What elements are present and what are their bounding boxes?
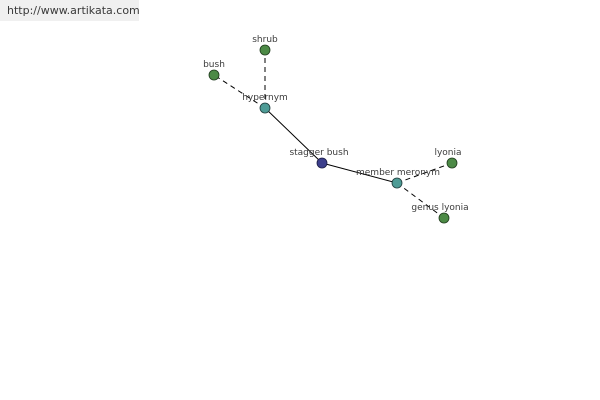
- edge-stagger-bush-member-meronym: [321, 162, 398, 184]
- edge-member-meronym-genus-lyonia: [396, 182, 445, 219]
- node-genus-lyonia-label: genus lyonia: [411, 203, 468, 213]
- edge-member-meronym-lyonia: [396, 162, 453, 184]
- node-hypernym[interactable]: hypernym: [242, 93, 288, 114]
- node-lyonia-dot[interactable]: [446, 157, 458, 169]
- node-lyonia-label: lyonia: [434, 148, 461, 158]
- node-genus-lyonia-dot[interactable]: [438, 212, 450, 224]
- node-hypernym-dot[interactable]: [259, 102, 271, 114]
- node-member-meronym-label: member meronym: [356, 168, 440, 178]
- node-lyonia[interactable]: lyonia: [434, 148, 462, 169]
- node-bush[interactable]: bush: [203, 60, 225, 81]
- node-bush-label: bush: [203, 60, 225, 70]
- graph-nodes: shrub bush hypernym stagger bush member …: [203, 35, 469, 224]
- url-banner: http://www.artikata.com: [0, 0, 140, 21]
- node-hypernym-label: hypernym: [242, 93, 288, 103]
- node-stagger-bush-label: stagger bush: [289, 148, 348, 158]
- node-stagger-bush[interactable]: stagger bush: [289, 148, 349, 169]
- site-url-link[interactable]: http://www.artikata.com: [7, 4, 140, 17]
- node-member-meronym[interactable]: member meronym: [356, 168, 440, 189]
- node-shrub-dot[interactable]: [259, 44, 271, 56]
- node-member-meronym-dot[interactable]: [391, 177, 403, 189]
- graph-edges: [213, 50, 453, 219]
- node-genus-lyonia[interactable]: genus lyonia: [411, 203, 469, 224]
- edge-stagger-bush-hypernym: [264, 107, 323, 164]
- edge-hypernym-bush: [213, 74, 266, 109]
- node-shrub[interactable]: shrub: [252, 35, 278, 56]
- node-bush-dot[interactable]: [208, 69, 220, 81]
- node-shrub-label: shrub: [252, 35, 278, 45]
- node-stagger-bush-dot[interactable]: [316, 157, 328, 169]
